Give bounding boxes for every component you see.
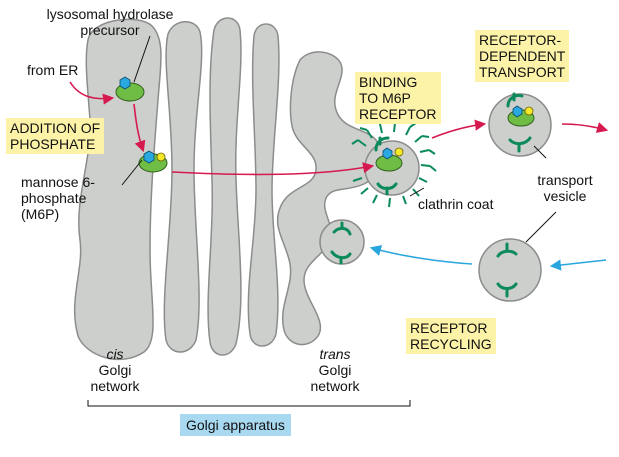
transport-vesicle-line1: transport [537, 172, 593, 188]
leader-clathrin [409, 187, 425, 197]
from-er-label: from ER [27, 62, 79, 78]
cis-golgi-cisterna [73, 18, 162, 361]
trans-golgi-network [276, 51, 383, 346]
phosphate-markers [119, 76, 523, 164]
clathrin-coat-label: clathrin coat [418, 196, 494, 212]
golgi-apparatus-bracket [87, 400, 411, 407]
cis-golgi-line1: cis [106, 346, 124, 362]
m6p-receptors [330, 92, 532, 298]
receptor-dependent-transport-box: RECEPTOR- DEPENDENT TRANSPORT [475, 30, 570, 82]
leader-mannose [121, 159, 143, 186]
red-arrows [69, 81, 609, 176]
golgi-cisterna-2 [163, 21, 203, 353]
mannose-line2: phosphate [21, 190, 87, 206]
rdt-line1: RECEPTOR- [479, 32, 562, 48]
binding-line2: TO M6P [359, 90, 411, 106]
addition-of-phosphate-box: ADDITION OF PHOSPHATE [6, 118, 105, 154]
trans-golgi-line2: Golgi [318, 362, 352, 378]
cis-golgi-line3: network [90, 378, 140, 394]
lysosomal-hydrolase-label: lysosomal hydrolase precursor [25, 6, 195, 38]
cis-golgi-label: cis Golgi network [85, 346, 145, 394]
binding-to-m6p-box: BINDING TO M6P RECEPTOR [355, 72, 441, 124]
trans-golgi-line1: trans [319, 346, 351, 362]
lysosomal-hydrolase-line1: lysosomal hydrolase [46, 6, 174, 22]
receptor-recycling-box: RECEPTOR RECYCLING [406, 318, 496, 354]
mannose-6-phosphate-label: mannose 6- phosphate (M6P) [21, 174, 95, 222]
mannose-line1: mannose 6- [21, 174, 95, 190]
lysosomal-hydrolase-line2: precursor [80, 22, 140, 38]
addition-of-phosphate-line2: PHOSPHATE [10, 136, 96, 152]
transport-vesicle-line2: vesicle [543, 188, 587, 204]
rdt-line2: DEPENDENT [479, 48, 566, 64]
mannose-line3: (M6P) [21, 206, 60, 222]
golgi-cisterna-4 [247, 23, 280, 347]
m6p-markers [156, 106, 534, 162]
cis-golgi-line2: Golgi [98, 362, 132, 378]
leader-vesicle-lower [525, 211, 557, 243]
trans-golgi-label: trans Golgi network [300, 346, 370, 394]
blue-arrows [369, 245, 607, 271]
leader-vesicle-upper [533, 145, 547, 159]
binding-line1: BINDING [359, 74, 418, 90]
rdt-line3: TRANSPORT [479, 64, 566, 80]
transport-vesicle-lower [478, 238, 542, 302]
binding-line3: RECEPTOR [359, 106, 437, 122]
transport-vesicle-label: transport vesicle [525, 172, 605, 204]
golgi-cisterna-3 [207, 17, 242, 356]
golgi-apparatus-box: Golgi apparatus [180, 414, 291, 436]
trans-golgi-line3: network [310, 378, 360, 394]
leader-hydrolase [133, 35, 151, 83]
receptor-recycling-line1: RECEPTOR [410, 320, 488, 336]
addition-of-phosphate-line1: ADDITION OF [10, 120, 101, 136]
receptor-recycling-line2: RECYCLING [410, 336, 492, 352]
